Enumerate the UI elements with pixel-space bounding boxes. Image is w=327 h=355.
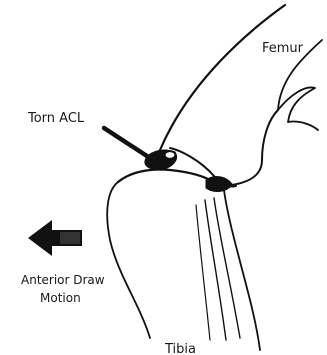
femur-bone bbox=[160, 5, 322, 187]
tibia-label: Tibia bbox=[164, 342, 196, 355]
femur-label: Femur bbox=[262, 41, 304, 56]
torn-acl-label: Torn ACL bbox=[27, 111, 85, 126]
anterior-draw-arrow-icon bbox=[28, 220, 82, 256]
tibia-bone bbox=[107, 170, 260, 351]
motion-label: Motion bbox=[40, 291, 81, 305]
acl-pointer-arrow bbox=[104, 128, 150, 158]
anterior-draw-label: Anterior Draw bbox=[21, 273, 105, 287]
